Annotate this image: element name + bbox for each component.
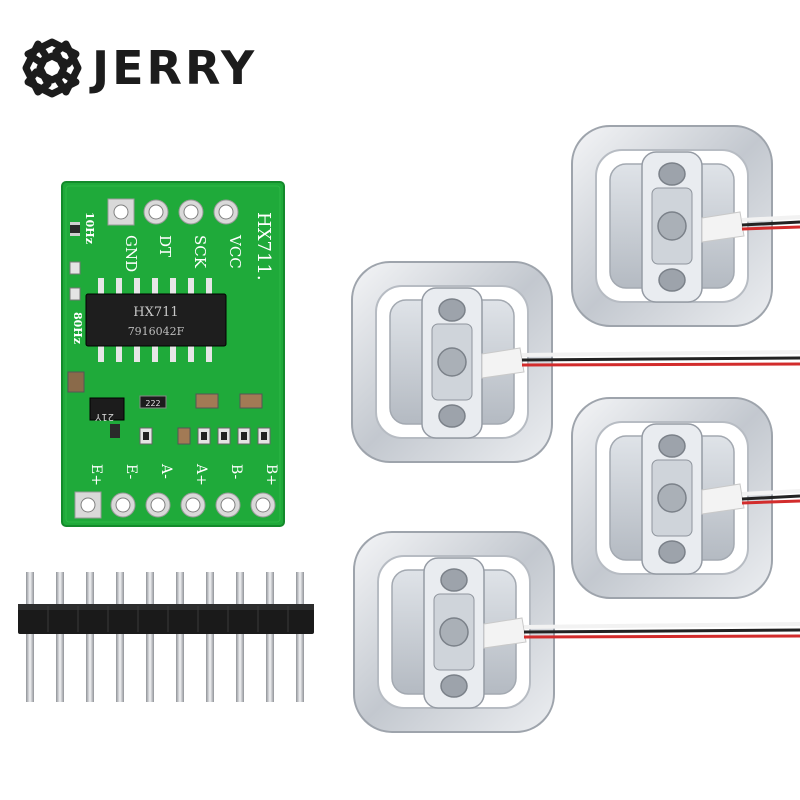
pin-header bbox=[18, 572, 314, 702]
pin-label-a-plus: A+ bbox=[193, 463, 209, 486]
crystal-label: 21Y bbox=[94, 411, 114, 422]
crystal bbox=[89, 397, 125, 421]
pin-label-gnd: GND bbox=[122, 235, 140, 272]
pin-label-e-plus: E+ bbox=[88, 464, 104, 486]
bottom-pads bbox=[74, 491, 276, 519]
load-cell-2 bbox=[351, 261, 800, 463]
pin-label-e-minus: E- bbox=[123, 464, 139, 479]
resistor-label: 222 bbox=[145, 399, 160, 408]
pin-label-b-minus: B- bbox=[228, 464, 244, 480]
pin-label-vcc: VCC bbox=[226, 234, 244, 269]
pin-label-b-plus: B+ bbox=[263, 464, 279, 486]
brand-logo: JERRY bbox=[18, 34, 257, 102]
brand-name: JERRY bbox=[92, 41, 258, 95]
load-cell-1 bbox=[571, 125, 800, 327]
pin-label-sck: SCK bbox=[191, 235, 209, 269]
top-pads bbox=[107, 198, 239, 226]
load-cell-4 bbox=[353, 531, 800, 733]
chip-legs bbox=[98, 278, 212, 362]
hx711-module: GND DT SCK VCC HX711. 10Hz 80Hz bbox=[61, 181, 285, 527]
rate-label-10hz: 10Hz bbox=[83, 212, 96, 244]
knot-logo-icon bbox=[22, 38, 82, 98]
board-title: HX711. bbox=[253, 212, 274, 281]
load-cell-3 bbox=[571, 397, 800, 599]
pin-label-dt: DT bbox=[156, 235, 174, 257]
pin-label-a-minus: A- bbox=[158, 463, 174, 479]
resistor-row bbox=[110, 424, 271, 445]
chip-label: HX711 bbox=[133, 305, 178, 320]
rate-label-80hz: 80Hz bbox=[71, 312, 84, 344]
hx711-chip bbox=[85, 293, 227, 347]
chip-code: 7916042F bbox=[128, 325, 185, 338]
